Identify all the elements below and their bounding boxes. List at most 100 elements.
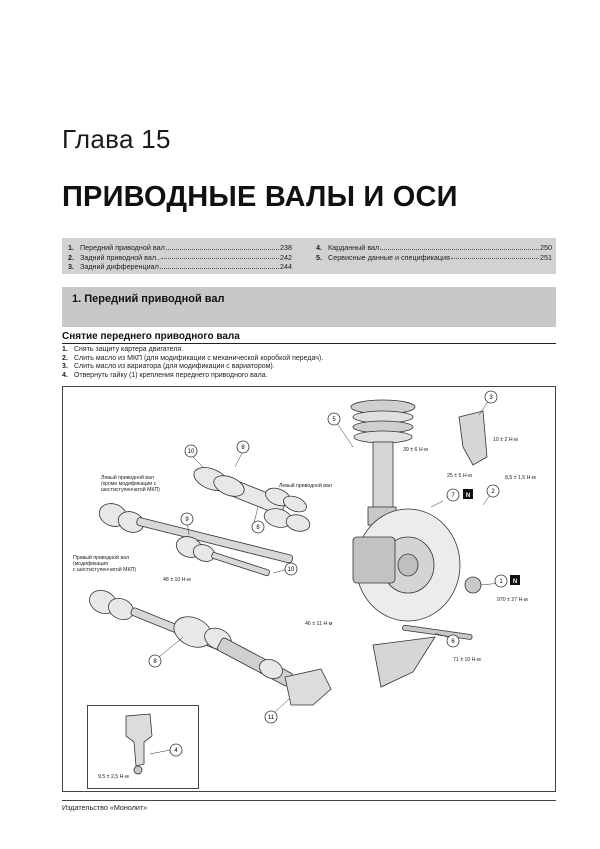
subheading: Снятие переднего приводного вала [62,331,556,344]
toc-entry-page: 242 [280,252,292,262]
callout-8-mid-text: 8 [256,525,260,531]
toc-entry-text: Карданный вал [328,243,380,252]
toc-entry-num: 4. [316,243,322,252]
inset-leader [149,749,171,755]
hub-nut [464,576,482,594]
callout-4 [169,743,183,757]
toc-column-left: 1. Передний приводной вал 238 2. Задний … [68,243,292,272]
mount-bracket [458,410,488,466]
callout-6-text: 6 [451,639,455,645]
diagram-drawing: 8 10 9 8 10 8 11 5 3 2 7 1 6 [89,390,520,724]
label-left-shaft: Левый приводной вал [279,483,332,489]
torque-970: 970 ± 27 Н·м [497,597,528,603]
toc-entry-page: 244 [280,262,292,271]
lower-control-arm [372,636,436,688]
chapter-number: Глава 15 [62,124,171,154]
inset-drawing: 4 [125,713,183,775]
callout-8-top [236,440,250,454]
step-text: Отвернуть гайку (1) крепления переднего … [74,371,268,379]
toc-leader [161,253,279,259]
toc-leader [380,243,539,250]
callout-8-low-text: 8 [153,659,157,665]
step-item: 4. Отвернуть гайку (1) крепления переднег… [62,372,323,381]
callout-2 [486,484,500,498]
toc-entry[interactable]: 1. Передний приводной вал 238 [68,243,292,253]
new-part-mark-7 [463,489,473,499]
toc-entry-page: 238 [280,243,292,252]
step-text: Снять защиту картера двигателя. [74,346,184,353]
toc-entry[interactable]: 2. Задний приводной вал.. 242 [68,253,292,263]
exploded-diagram: 8 10 9 8 10 8 11 5 3 2 7 1 6 [62,386,556,792]
torque-9-5: 9,5 ± 2,5 Н·м [98,774,129,780]
toc-entry[interactable]: 3. Задний дифференциал 244 [68,262,292,272]
toc-entry-text: Задний дифференциал [80,262,159,271]
new-part-mark-1-text: N [513,579,517,585]
toc-entry-num: 3. [68,262,74,271]
toc-entry-num: 2. [68,252,74,262]
toc-entry[interactable]: 5. Сервисные данные и спецификация 251 [316,253,552,263]
step-num: 3. [62,363,68,371]
toc-entry-page: 250 [540,243,552,252]
callout-9 [180,512,194,526]
callout-2-text: 2 [491,489,495,495]
toc-column-right: 4. Карданный вал 250 5. Сервисные данные… [316,243,552,262]
step-item: 1. Снять защиту картера двигателя. [62,346,323,355]
inset-bolt [133,765,143,775]
callout-8-low [148,654,162,668]
toc-entry-text: Передний приводной вал [80,243,165,252]
step-item: 2. Слить масло из МКП (для модификации с … [62,355,323,364]
torque-46: 46 ± 11 Н·м [305,621,333,627]
toc-leader [159,262,279,269]
torque-71: 71 ± 10 Н·м [453,657,481,663]
torque-8-5: 8,5 ± 1,5 Н·м [505,475,536,481]
callout-7 [446,488,460,502]
toc-entry-num: 1. [68,243,74,252]
new-part-mark-7-text: N [466,493,470,499]
step-num: 1. [62,346,68,353]
callout-11 [264,710,278,724]
toc-entry-text: Сервисные данные и спецификация [328,252,450,262]
callout-4-text: 4 [174,748,178,754]
callout-6 [446,634,460,648]
steering-knuckle [284,668,332,706]
section-title: 1. Передний приводной вал [72,293,225,305]
callout-10-top-text: 10 [188,449,195,455]
toc-entry-num: 5. [316,252,322,262]
callout-5 [327,412,341,426]
torque-10: 10 ± 2 Н·м [493,437,518,443]
publisher-footer: Издательство «Монолит» [62,803,148,812]
section-banner: 1. Передний приводной вал [62,287,556,327]
left-shaft-upper [193,467,307,516]
right-shaft-lower [89,590,293,687]
callout-3 [484,390,498,404]
page-title: ПРИВОДНЫЕ ВАЛЫ И ОСИ [62,181,458,213]
callout-11-text: 11 [268,715,275,721]
torque-25: 25 ± 5 Н·м [447,473,472,479]
callout-10-top [184,444,198,458]
toc-entry[interactable]: 4. Карданный вал 250 [316,243,552,253]
callout-8-top-text: 8 [241,445,245,451]
left-shaft-middle [98,503,311,564]
new-part-mark-1 [510,575,520,585]
procedure-steps: 1. Снять защиту картера двигателя. 2. Слит… [62,346,323,380]
step-num: 2. [62,354,68,362]
callout-9-text: 9 [185,517,189,523]
callout-circles: 8 10 9 8 10 8 11 5 3 2 7 1 6 [148,390,520,724]
step-text: Слить масло из вариатора (для модификаци… [74,363,275,371]
callout-3-text: 3 [489,395,493,401]
toc-leader [165,243,279,250]
toc-entry-text: Задний приводной вал.. [80,252,161,262]
strut-assembly [350,399,416,526]
callout-10-mid-text: 10 [288,567,295,573]
step-num: 4. [62,371,68,379]
callout-1 [494,574,508,588]
torque-48: 48 ± 10 Н·м [163,577,191,583]
inset-detail: 4 9,5 ± 2,5 Н·м [87,705,199,789]
step-text: Слить масло из МКП (для модификации с ме… [74,354,324,362]
callout-5-text: 5 [332,417,336,423]
brake-caliper [352,536,396,584]
tie-rod [402,624,473,640]
callout-10-mid [284,562,298,576]
callout-8-mid [251,520,265,534]
